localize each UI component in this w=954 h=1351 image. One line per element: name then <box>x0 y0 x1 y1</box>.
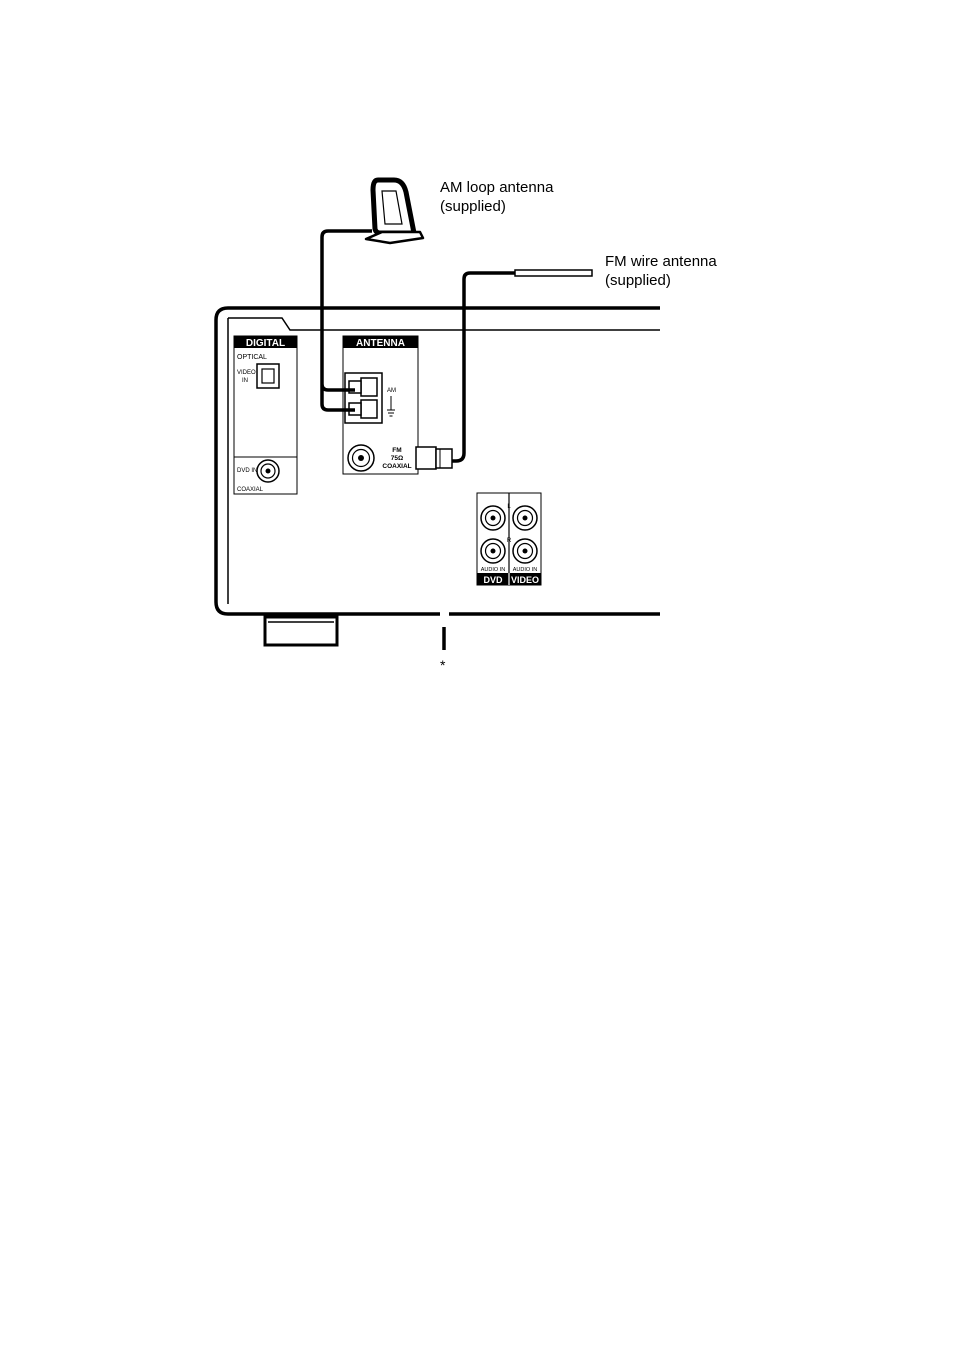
optical-jack <box>257 364 279 388</box>
video-in-label-line2: IN <box>242 378 248 384</box>
fm-coaxial-jack <box>348 445 374 471</box>
am-loop-antenna-supplied: (supplied) <box>440 197 553 216</box>
dvd-audio-left-jack <box>481 506 505 530</box>
am-loop-antenna-label: AM loop antenna <box>440 178 553 197</box>
am-terminals <box>345 373 382 423</box>
coaxial-jack <box>257 460 279 482</box>
am-loop-antenna <box>366 180 423 243</box>
fm-antenna-cable <box>450 273 515 461</box>
coaxial-label: COAXIAL <box>237 487 264 493</box>
right-channel-label: R <box>507 538 512 544</box>
fm-antenna-tip <box>515 270 592 276</box>
asterisk-note: * <box>440 656 445 675</box>
fm-wire-antenna-callout: FM wire antenna (supplied) <box>605 252 717 290</box>
fm-wire-antenna <box>416 270 592 469</box>
video-audio-in-label: AUDIO IN <box>513 567 537 573</box>
video-in-label-line1: VIDEO <box>237 370 256 376</box>
fm-wire-antenna-supplied: (supplied) <box>605 271 717 290</box>
optical-label: OPTICAL <box>237 354 267 361</box>
video-audio-left-jack <box>513 506 537 530</box>
antenna-header: ANTENNA <box>356 338 405 349</box>
fm-label-line3: COAXIAL <box>382 463 411 470</box>
fm-wire-antenna-label: FM wire antenna <box>605 252 717 271</box>
asterisk-symbol: * <box>440 656 445 675</box>
dvd-label: DVD <box>483 575 503 585</box>
dvd-in-label: DVD IN <box>237 468 257 474</box>
video-label: VIDEO <box>511 575 539 585</box>
dvd-audio-right-jack <box>481 539 505 563</box>
fm-label-line2: 75Ω <box>391 455 403 462</box>
audio-in-section: L R AUDIO IN AUDIO IN DVD VIDEO <box>477 493 541 585</box>
video-audio-right-jack <box>513 539 537 563</box>
antenna-section: ANTENNA AM FM 75Ω COAXIAL <box>343 336 418 474</box>
digital-header: DIGITAL <box>246 338 285 349</box>
chassis-foot <box>265 617 337 645</box>
am-label: AM <box>387 388 396 394</box>
dvd-audio-in-label: AUDIO IN <box>481 567 505 573</box>
fm-connector-plug <box>416 447 452 469</box>
digital-section: DIGITAL OPTICAL VIDEO IN DVD IN COAXIAL <box>234 336 297 494</box>
fm-label-line1: FM <box>392 447 401 454</box>
am-loop-antenna-callout: AM loop antenna (supplied) <box>440 178 553 216</box>
